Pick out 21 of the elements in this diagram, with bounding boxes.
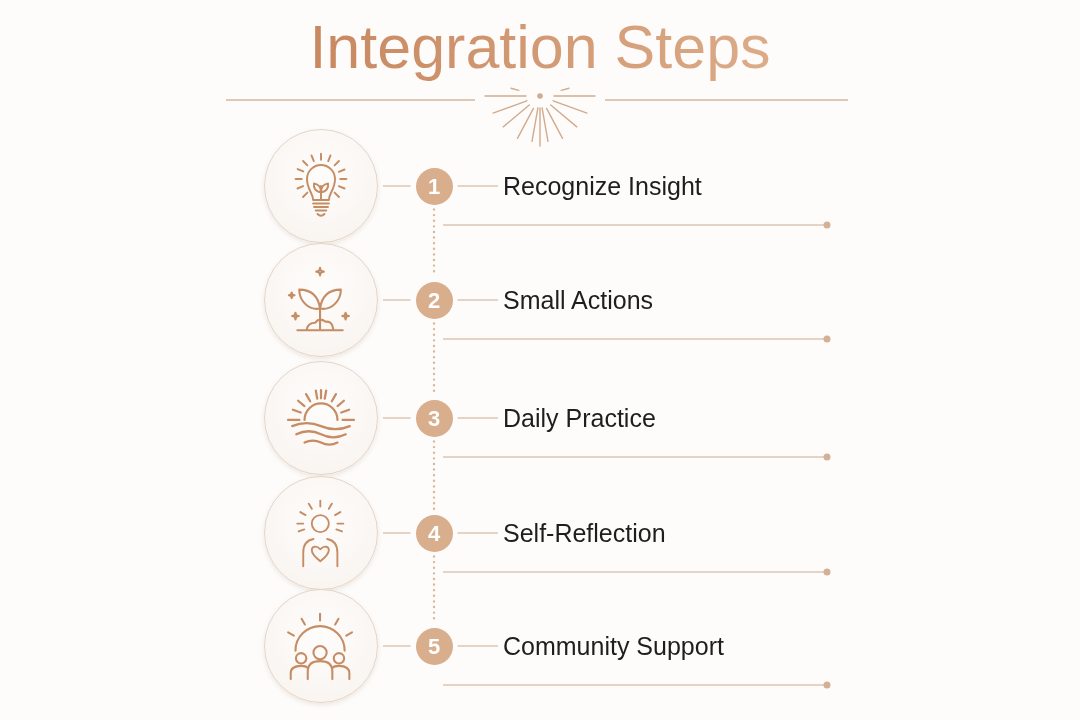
step-label: Self-Reflection: [503, 518, 666, 548]
step-label: Recognize Insight: [503, 171, 702, 201]
connector-line: [456, 299, 499, 301]
step-label: Small Actions: [503, 285, 654, 315]
connector-line: [456, 185, 499, 187]
step-label: Daily Practice: [503, 403, 656, 433]
step-number-circle: 1: [415, 167, 453, 205]
step-number-circle: 4: [415, 514, 453, 552]
connector-line: [456, 645, 499, 647]
connector-line: [382, 417, 412, 419]
connector-line: [456, 532, 499, 534]
connector-line: [382, 532, 412, 534]
connector-line: [456, 417, 499, 419]
step-number-circle: 5: [415, 627, 453, 665]
connector-line: [382, 185, 412, 187]
step-label: Community Support: [503, 631, 724, 661]
dotted-line: [432, 440, 436, 511]
connector-line: [382, 299, 412, 301]
step-number-circle: 3: [415, 399, 453, 437]
connector-line: [382, 645, 412, 647]
step-number-circle: 2: [415, 281, 453, 319]
